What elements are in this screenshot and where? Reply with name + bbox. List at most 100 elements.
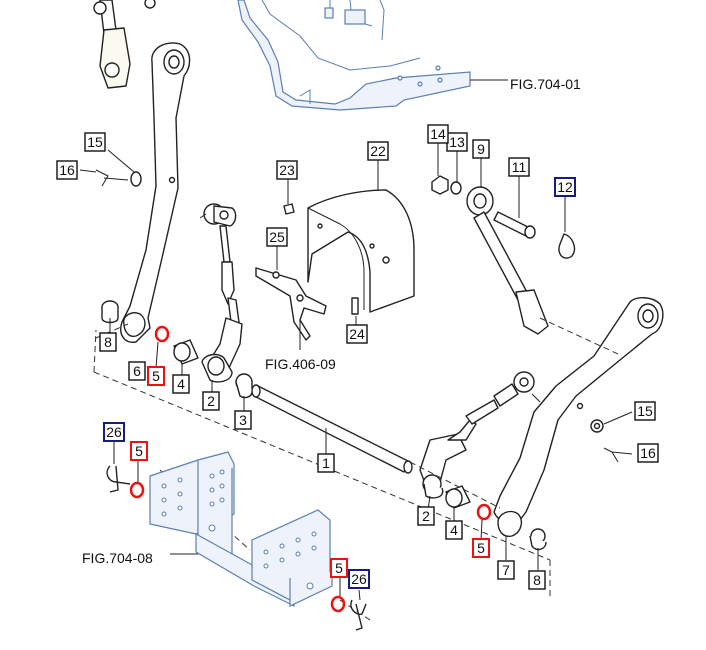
callout-box xyxy=(445,520,463,540)
right-bushing-8 xyxy=(529,528,547,570)
callout-box xyxy=(417,506,435,526)
callout-c5a: 5 xyxy=(147,366,165,386)
callout-box xyxy=(427,124,449,144)
callout-number: 13 xyxy=(449,134,465,150)
callout-c8b: 8 xyxy=(528,570,546,590)
callout-box xyxy=(317,453,335,473)
figure-ref-fig70401: FIG.704-01 xyxy=(510,76,581,92)
callout-number: 2 xyxy=(207,393,215,409)
callout-box xyxy=(202,391,220,411)
cross-shaft xyxy=(251,384,413,474)
callout-number: 5 xyxy=(135,443,143,459)
callout-number: 8 xyxy=(104,334,112,350)
callout-box xyxy=(172,374,190,394)
top-left-pin-assembly xyxy=(93,0,156,89)
callout-c9: 9 xyxy=(472,139,490,159)
callout-c1: 1 xyxy=(317,453,335,473)
callout-number: 2 xyxy=(422,508,430,524)
left-red-washer xyxy=(154,325,170,343)
callout-number: 5 xyxy=(335,560,343,576)
figure-ref-fig70408: FIG.704-08 xyxy=(82,550,153,566)
callout-c24: 24 xyxy=(346,324,368,344)
callout-box xyxy=(472,139,490,159)
callout-number: 3 xyxy=(239,412,247,428)
callout-c16b: 16 xyxy=(637,443,659,463)
left-crank-arm xyxy=(201,317,243,392)
reference-bracket-bottom xyxy=(149,451,333,608)
callout-number: 26 xyxy=(351,571,367,587)
callout-c22: 22 xyxy=(367,141,389,161)
upper-right-rod xyxy=(431,142,576,335)
callout-c5d: 5 xyxy=(330,558,348,578)
callout-number: 5 xyxy=(477,540,485,556)
callout-box xyxy=(128,361,146,381)
callout-number: 4 xyxy=(450,522,458,538)
right-washer-pin xyxy=(590,411,633,463)
callout-number: 24 xyxy=(349,326,365,342)
callout-c12: 12 xyxy=(554,177,576,197)
callout-box xyxy=(637,443,659,463)
callout-number: 5 xyxy=(152,368,160,384)
callout-c8a: 8 xyxy=(99,332,117,352)
callout-box xyxy=(330,558,348,578)
callout-box xyxy=(348,569,370,589)
callout-box xyxy=(634,401,656,421)
callout-c2b: 2 xyxy=(417,506,435,526)
callout-box xyxy=(266,227,288,247)
callout-box xyxy=(367,141,389,161)
left-lift-rod xyxy=(199,203,241,331)
callout-number: 9 xyxy=(477,141,485,157)
left-bushing-8 xyxy=(101,300,119,334)
callout-c4a: 4 xyxy=(172,374,190,394)
lower-right-pin-washer xyxy=(330,578,367,631)
callout-number: 23 xyxy=(279,162,295,178)
callout-box xyxy=(276,160,298,180)
callout-box xyxy=(497,560,515,580)
callout-c2a: 2 xyxy=(202,391,220,411)
callout-box xyxy=(472,538,490,558)
callout-number: 6 xyxy=(133,363,141,379)
callout-c5c: 5 xyxy=(472,538,490,558)
callout-number: 15 xyxy=(87,134,103,150)
right-lift-rod xyxy=(447,371,541,441)
callout-c5b: 5 xyxy=(130,441,148,461)
callout-number: 12 xyxy=(557,179,573,195)
cover-assembly xyxy=(255,158,415,350)
callout-box xyxy=(99,332,117,352)
lower-left-pin-washer xyxy=(106,442,145,499)
callout-c4b: 4 xyxy=(445,520,463,540)
callout-number: 16 xyxy=(59,162,75,178)
callout-number: 11 xyxy=(512,159,527,175)
right-bushing-4 xyxy=(445,485,471,522)
callout-c16a: 16 xyxy=(56,160,78,180)
left-bushing-4 xyxy=(173,339,199,376)
callout-box xyxy=(147,366,165,386)
callout-number: 22 xyxy=(370,143,386,159)
callout-number: 8 xyxy=(533,572,541,588)
callout-number: 26 xyxy=(106,424,122,440)
reference-frame-top xyxy=(237,0,508,111)
callout-box xyxy=(234,410,252,430)
callout-c14: 14 xyxy=(427,124,449,144)
callout-labels: 1223445555678891112131415151616222324252… xyxy=(56,124,659,590)
callout-number: 4 xyxy=(177,376,185,392)
callout-number: 25 xyxy=(269,229,285,245)
callout-c11: 11 xyxy=(508,157,530,177)
left-washer-pin xyxy=(79,149,142,187)
callout-c3: 3 xyxy=(234,410,252,430)
callout-box xyxy=(84,132,106,152)
left-lift-arm xyxy=(120,42,191,343)
callout-number: 16 xyxy=(640,445,656,461)
callout-number: 14 xyxy=(430,126,446,142)
callout-box xyxy=(346,324,368,344)
callout-c15b: 15 xyxy=(634,401,656,421)
callout-box xyxy=(56,160,78,180)
callout-box xyxy=(508,157,530,177)
callout-box xyxy=(130,441,148,461)
callout-c7: 7 xyxy=(497,560,515,580)
callout-box xyxy=(528,570,546,590)
callout-number: 15 xyxy=(637,403,653,419)
callout-c6: 6 xyxy=(128,361,146,381)
